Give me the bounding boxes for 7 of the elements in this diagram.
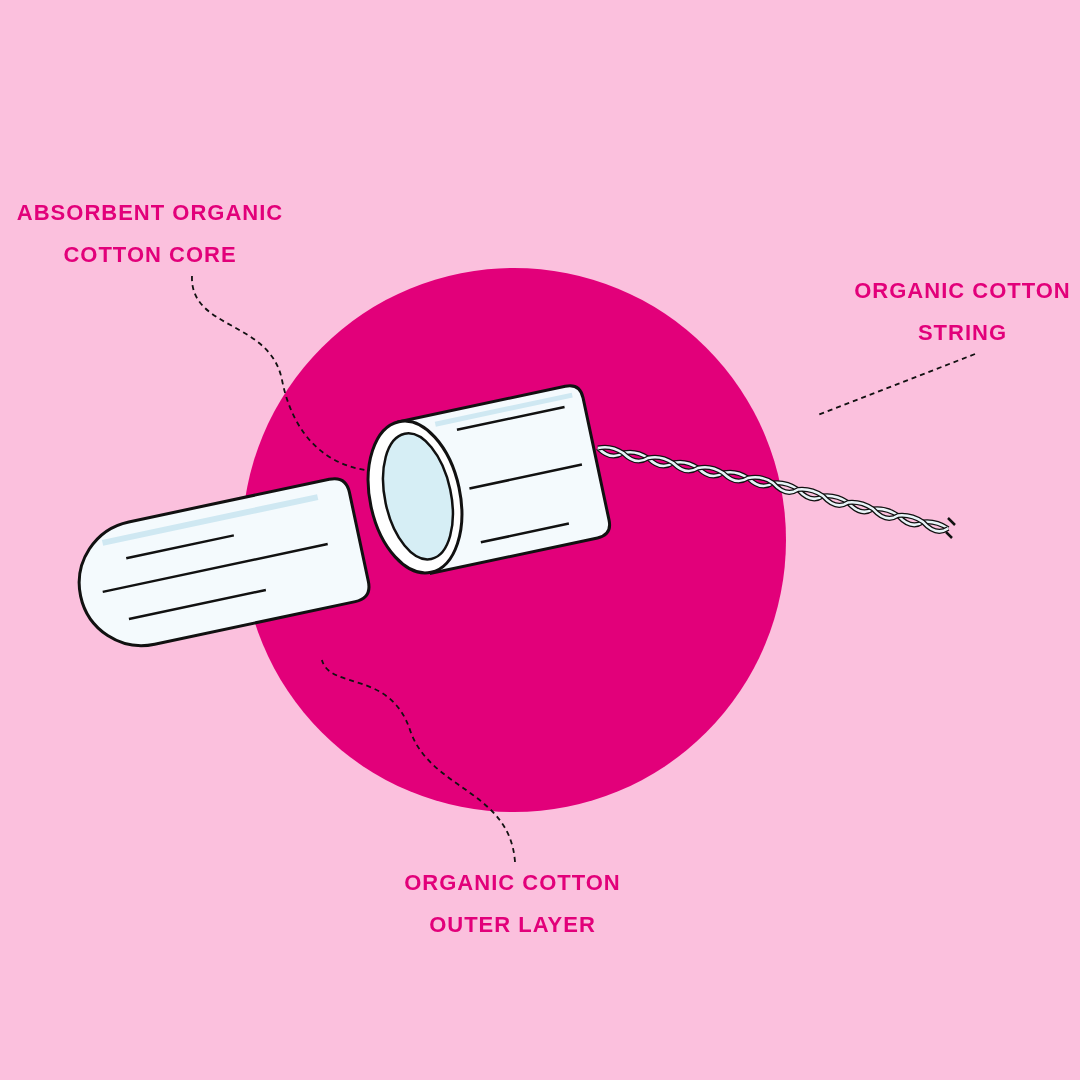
callout-label: ABSORBENT ORGANIC COTTON CORE <box>10 192 290 276</box>
callout-label: ORGANIC COTTON STRING <box>845 270 1080 354</box>
callout-label: ORGANIC COTTON OUTER LAYER <box>390 862 635 946</box>
leader-line <box>191 275 367 471</box>
leader-line <box>321 659 516 863</box>
tampon-core-drawing <box>366 418 464 576</box>
leader-line <box>817 353 976 416</box>
